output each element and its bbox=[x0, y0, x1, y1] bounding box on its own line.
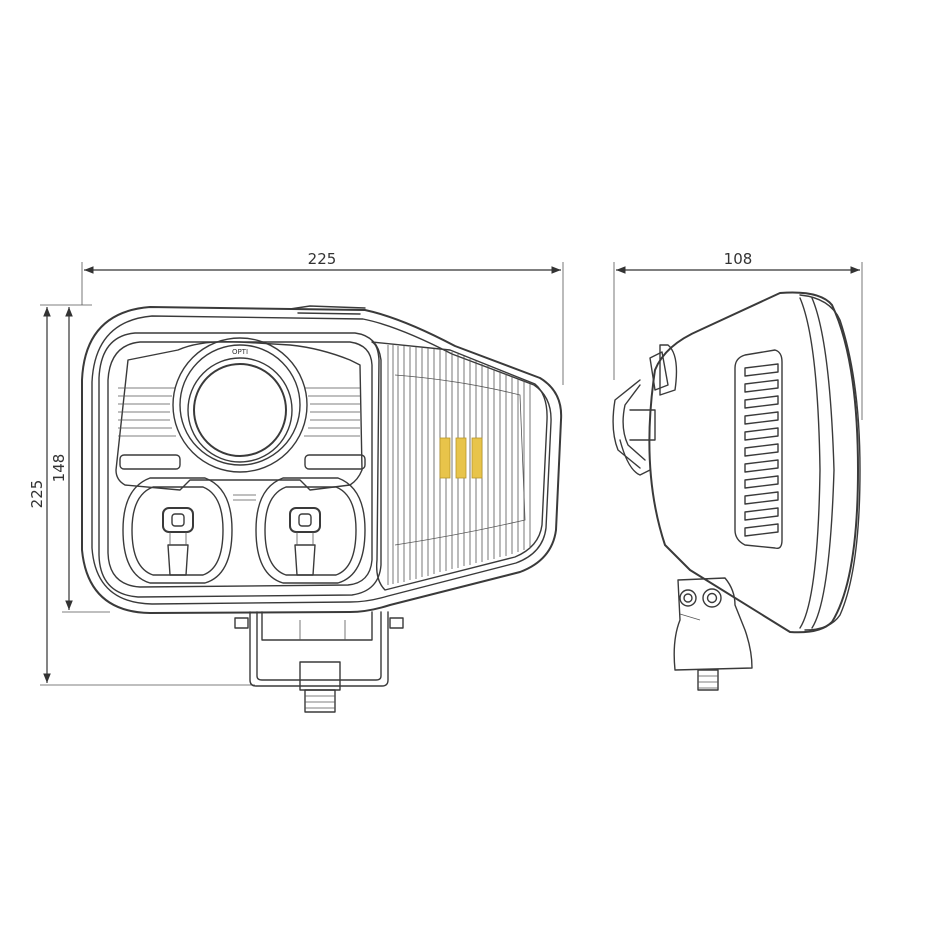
side-cooling-fins bbox=[734, 349, 783, 550]
led-accent-2 bbox=[455, 437, 467, 479]
lens-marking-text: OPTI bbox=[232, 348, 248, 356]
low-beam-module-right bbox=[255, 477, 366, 584]
width-dimension-label: 225 bbox=[308, 250, 337, 268]
side-mounting-bracket bbox=[673, 577, 753, 691]
dimension-housing-height: 148 bbox=[50, 307, 110, 613]
reflector-ribs bbox=[118, 387, 360, 437]
total-height-label: 225 bbox=[28, 480, 46, 509]
led-accent-1 bbox=[439, 437, 451, 479]
front-housing-outer bbox=[81, 306, 563, 614]
dimension-depth-side: 108 bbox=[613, 250, 863, 420]
housing-height-label: 148 bbox=[50, 454, 68, 483]
side-view bbox=[612, 291, 861, 691]
side-housing-outer bbox=[648, 291, 859, 634]
main-lens-panel bbox=[98, 332, 382, 598]
high-beam-section bbox=[371, 341, 548, 591]
led-accent-3 bbox=[471, 437, 483, 479]
position-light-right bbox=[304, 454, 366, 470]
front-mounting-bracket bbox=[234, 611, 404, 713]
position-light-left bbox=[119, 454, 181, 470]
low-beam-module-left bbox=[122, 477, 233, 584]
dimension-width-front: 225 bbox=[81, 250, 564, 385]
depth-dimension-label: 108 bbox=[724, 250, 753, 268]
dimension-total-height: 225 bbox=[28, 304, 255, 686]
side-rear-connector bbox=[612, 344, 678, 476]
front-view: OPTI bbox=[81, 305, 563, 713]
projector-lens: OPTI bbox=[172, 337, 308, 473]
